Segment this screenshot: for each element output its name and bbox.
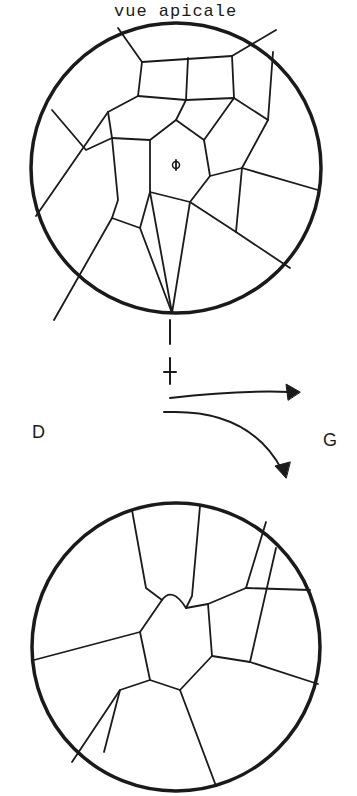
cell-walls: [36, 28, 318, 320]
side-label: D: [32, 422, 45, 443]
arrowhead: [275, 462, 290, 478]
arrowhead: [286, 384, 300, 400]
side-label: G: [323, 430, 337, 451]
outline-circle: [32, 503, 320, 791]
view-title: vue apicale: [114, 2, 237, 21]
rotation-arrows: [164, 320, 290, 470]
cell-walls: [34, 506, 318, 786]
apical-pore: [173, 162, 180, 169]
outline-circle: [31, 23, 321, 313]
